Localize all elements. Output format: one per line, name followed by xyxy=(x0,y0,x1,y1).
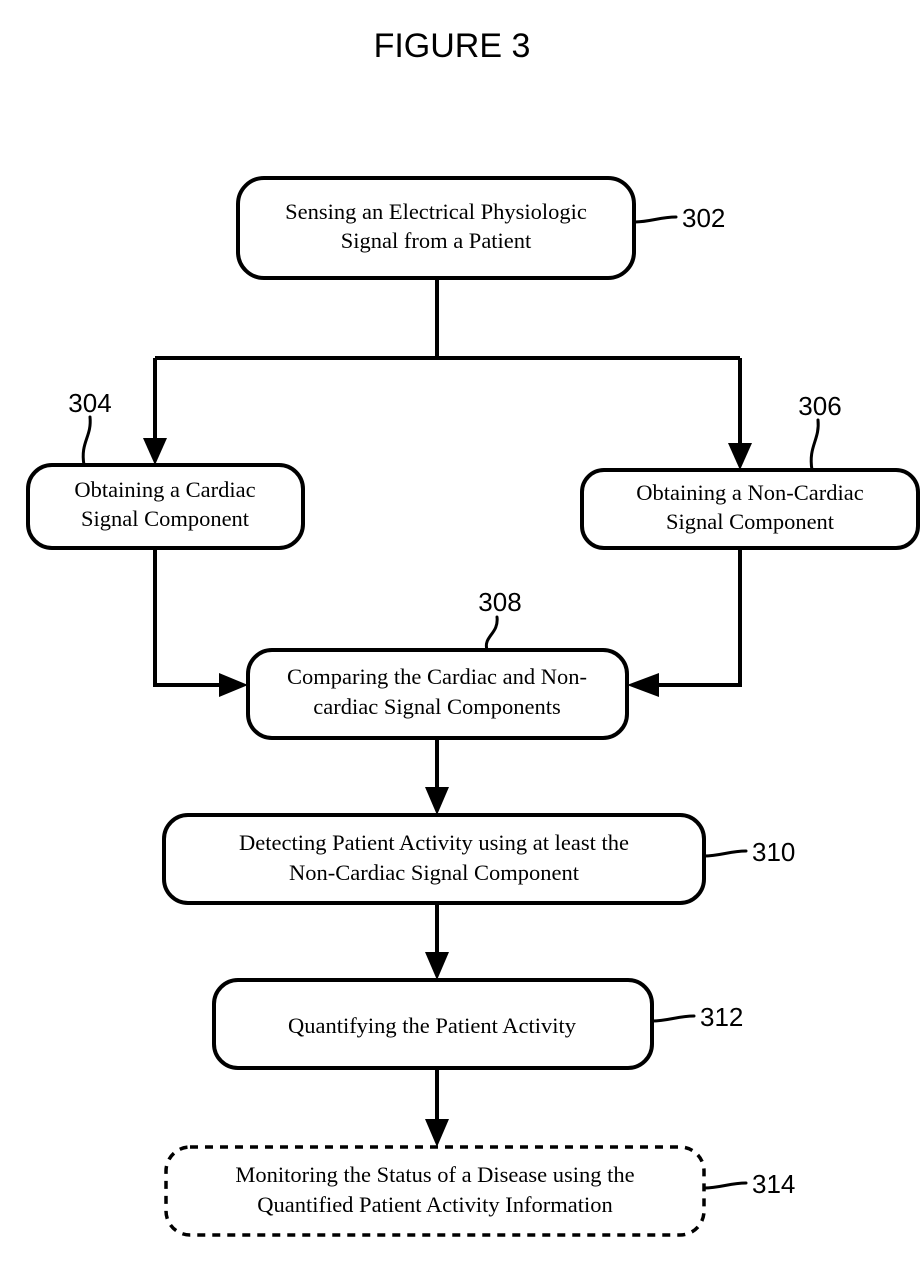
figure-title: FIGURE 3 xyxy=(374,27,531,65)
arrowhead-to-314 xyxy=(425,1119,449,1147)
node-310-line-1: Detecting Patient Activity using at leas… xyxy=(239,830,629,855)
node-304-box[interactable] xyxy=(26,463,305,550)
node-312-box[interactable] xyxy=(212,978,654,1070)
arrowhead-to-312 xyxy=(425,952,449,980)
flow-node-304[interactable]: Obtaining a Cardiac Signal Component 304 xyxy=(26,388,305,550)
flow-node-308[interactable]: Comparing the Cardiac and Non- cardiac S… xyxy=(246,587,629,740)
leader-line-302 xyxy=(632,215,678,224)
node-314-line-2: Quantified Patient Activity Information xyxy=(257,1192,613,1217)
flow-node-306[interactable]: Obtaining a Non-Cardiac Signal Component… xyxy=(580,391,920,550)
leader-line-306 xyxy=(809,418,820,472)
node-310-line-2: Non-Cardiac Signal Component xyxy=(289,860,580,885)
arrowhead-to-310 xyxy=(425,787,449,815)
arrowhead-to-304 xyxy=(143,438,167,465)
node-308-line-1: Comparing the Cardiac and Non- xyxy=(287,664,587,689)
flow-node-314[interactable]: Monitoring the Status of a Disease using… xyxy=(164,1145,795,1237)
flow-node-302[interactable]: Sensing an Electrical Physiologic Signal… xyxy=(236,176,725,280)
node-306-box[interactable] xyxy=(580,468,920,550)
ref-number-312: 312 xyxy=(700,1002,743,1032)
arrowhead-308-right xyxy=(627,673,659,697)
arrowhead-308-left xyxy=(219,673,248,697)
arrowhead-to-306 xyxy=(728,443,752,470)
node-314-box[interactable] xyxy=(164,1145,706,1237)
node-310-box[interactable] xyxy=(162,813,706,905)
connector-304-to-308 xyxy=(153,548,222,687)
ref-number-314: 314 xyxy=(752,1169,795,1199)
leader-line-304 xyxy=(81,415,92,467)
ref-number-304: 304 xyxy=(68,388,111,418)
node-308-line-2: cardiac Signal Components xyxy=(313,694,560,719)
node-306-line-2: Signal Component xyxy=(666,509,835,534)
flow-node-310[interactable]: Detecting Patient Activity using at leas… xyxy=(162,813,795,905)
node-308-box[interactable] xyxy=(246,648,629,740)
node-312-line-1: Quantifying the Patient Activity xyxy=(288,1013,577,1038)
node-302-box[interactable] xyxy=(236,176,636,280)
ref-number-302: 302 xyxy=(682,203,725,233)
node-306-line-1: Obtaining a Non-Cardiac xyxy=(636,480,863,505)
node-314-line-1: Monitoring the Status of a Disease using… xyxy=(235,1162,634,1187)
node-304-line-1: Obtaining a Cardiac xyxy=(74,477,255,502)
node-304-line-2: Signal Component xyxy=(81,506,250,531)
flow-node-312[interactable]: Quantifying the Patient Activity 312 xyxy=(212,978,743,1070)
node-302-line-1: Sensing an Electrical Physiologic xyxy=(285,199,587,224)
leader-line-308 xyxy=(484,615,499,652)
ref-number-310: 310 xyxy=(752,837,795,867)
connector-306-to-308 xyxy=(656,548,742,687)
ref-number-306: 306 xyxy=(798,391,841,421)
leader-line-310 xyxy=(702,849,748,858)
node-302-line-2: Signal from a Patient xyxy=(341,228,532,253)
leader-line-312 xyxy=(650,1014,696,1023)
ref-number-308: 308 xyxy=(478,587,521,617)
connector-group xyxy=(143,278,752,1147)
leader-line-314 xyxy=(702,1181,748,1190)
